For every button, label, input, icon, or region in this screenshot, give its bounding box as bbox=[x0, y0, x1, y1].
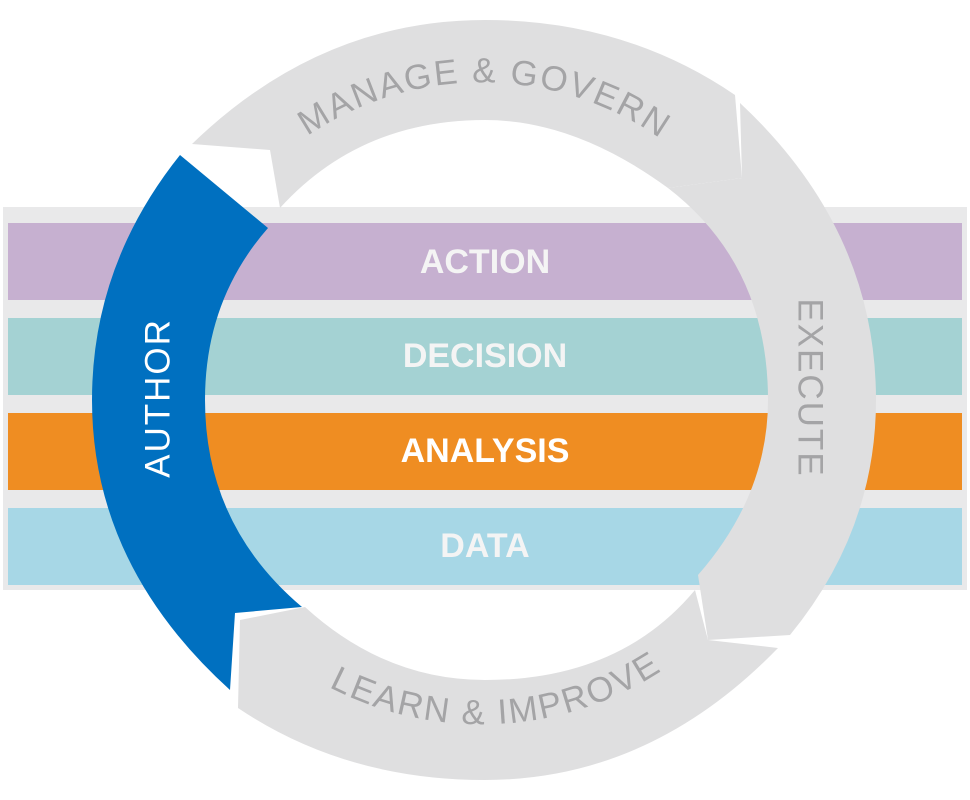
cycle-ring bbox=[192, 20, 876, 780]
layer-label-action: ACTION bbox=[420, 243, 550, 281]
author-label: AUTHOR bbox=[139, 318, 178, 478]
manage-govern-arrow bbox=[192, 20, 742, 208]
layer-label-decision: DECISION bbox=[403, 337, 567, 375]
execute-arrow bbox=[668, 103, 876, 640]
execute-label: EXECUTE bbox=[791, 298, 830, 477]
layer-label-data: DATA bbox=[440, 527, 529, 565]
layer-label-analysis: ANALYSIS bbox=[401, 432, 570, 470]
layer-labels: ACTION DECISION ANALYSIS DATA bbox=[401, 243, 570, 565]
author-arrow bbox=[92, 155, 302, 690]
learn-improve-arrow bbox=[238, 590, 778, 780]
